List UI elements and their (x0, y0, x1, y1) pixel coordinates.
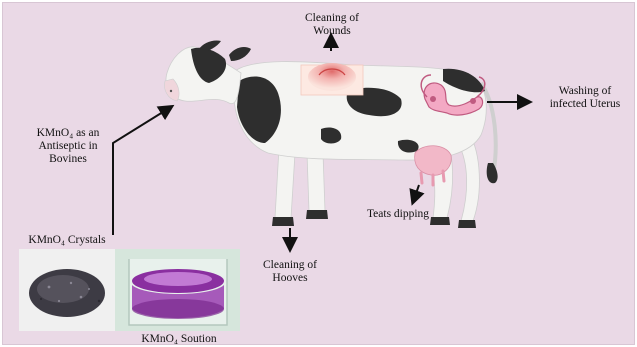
wound-patch-icon (301, 63, 363, 95)
solution-photo (115, 249, 240, 331)
label-crystals: KMnO₄ Crystals (15, 234, 119, 247)
crystals-photo (19, 249, 115, 331)
label-teats-dipping: Teats dipping (359, 208, 437, 221)
label-washing-uterus: Washing of infected Uterus (539, 85, 631, 111)
label-antiseptic: KMnO₄ as an Antiseptic in Bovines (23, 127, 113, 166)
label-cleaning-hooves: Cleaning of Hooves (255, 259, 325, 285)
label-solution: KMnO₄ Soution (131, 333, 227, 345)
arrow-teats (413, 185, 419, 202)
arrow-antiseptic (113, 107, 171, 235)
label-cleaning-wounds: Cleaning of Wounds (299, 12, 365, 38)
